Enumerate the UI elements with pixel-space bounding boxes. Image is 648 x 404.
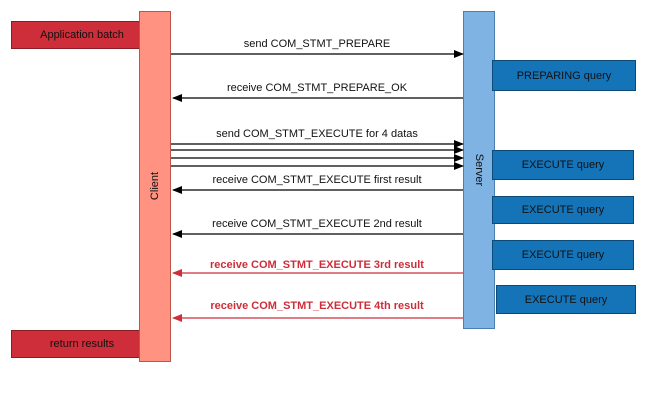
execute-query-label-3: EXECUTE query	[521, 249, 605, 261]
receive-fourth-result-label: receive COM_STMT_EXECUTE 4th result	[210, 300, 424, 312]
execute-query-label-1: EXECUTE query	[521, 159, 605, 171]
preparing-query-label: PREPARING query	[516, 69, 612, 82]
execute-query-box-3: EXECUTE query	[492, 240, 634, 270]
receive-first-result-label: receive COM_STMT_EXECUTE first result	[212, 174, 422, 186]
server-lifeline	[463, 11, 495, 329]
receive-second-result-label: receive COM_STMT_EXECUTE 2nd result	[212, 218, 422, 230]
execute-query-box-2: EXECUTE query	[492, 196, 634, 224]
send-execute-label: send COM_STMT_EXECUTE for 4 datas	[216, 128, 418, 140]
send-prepare-label: send COM_STMT_PREPARE	[243, 38, 391, 50]
return-results-box: return results	[11, 330, 153, 358]
receive-prepare-ok-label: receive COM_STMT_PREPARE_OK	[226, 82, 408, 94]
application-batch-box: Application batch	[11, 21, 153, 49]
execute-query-box-1: EXECUTE query	[492, 150, 634, 180]
client-lifeline	[139, 11, 171, 362]
preparing-query-box: PREPARING query	[492, 60, 636, 91]
execute-query-label-4: EXECUTE query	[524, 293, 608, 306]
execute-query-label-2: EXECUTE query	[521, 204, 605, 216]
receive-third-result-label: receive COM_STMT_EXECUTE 3rd result	[210, 259, 424, 271]
execute-query-box-4: EXECUTE query	[496, 285, 636, 314]
return-results-label: return results	[49, 338, 115, 350]
application-batch-label: Application batch	[40, 29, 124, 41]
